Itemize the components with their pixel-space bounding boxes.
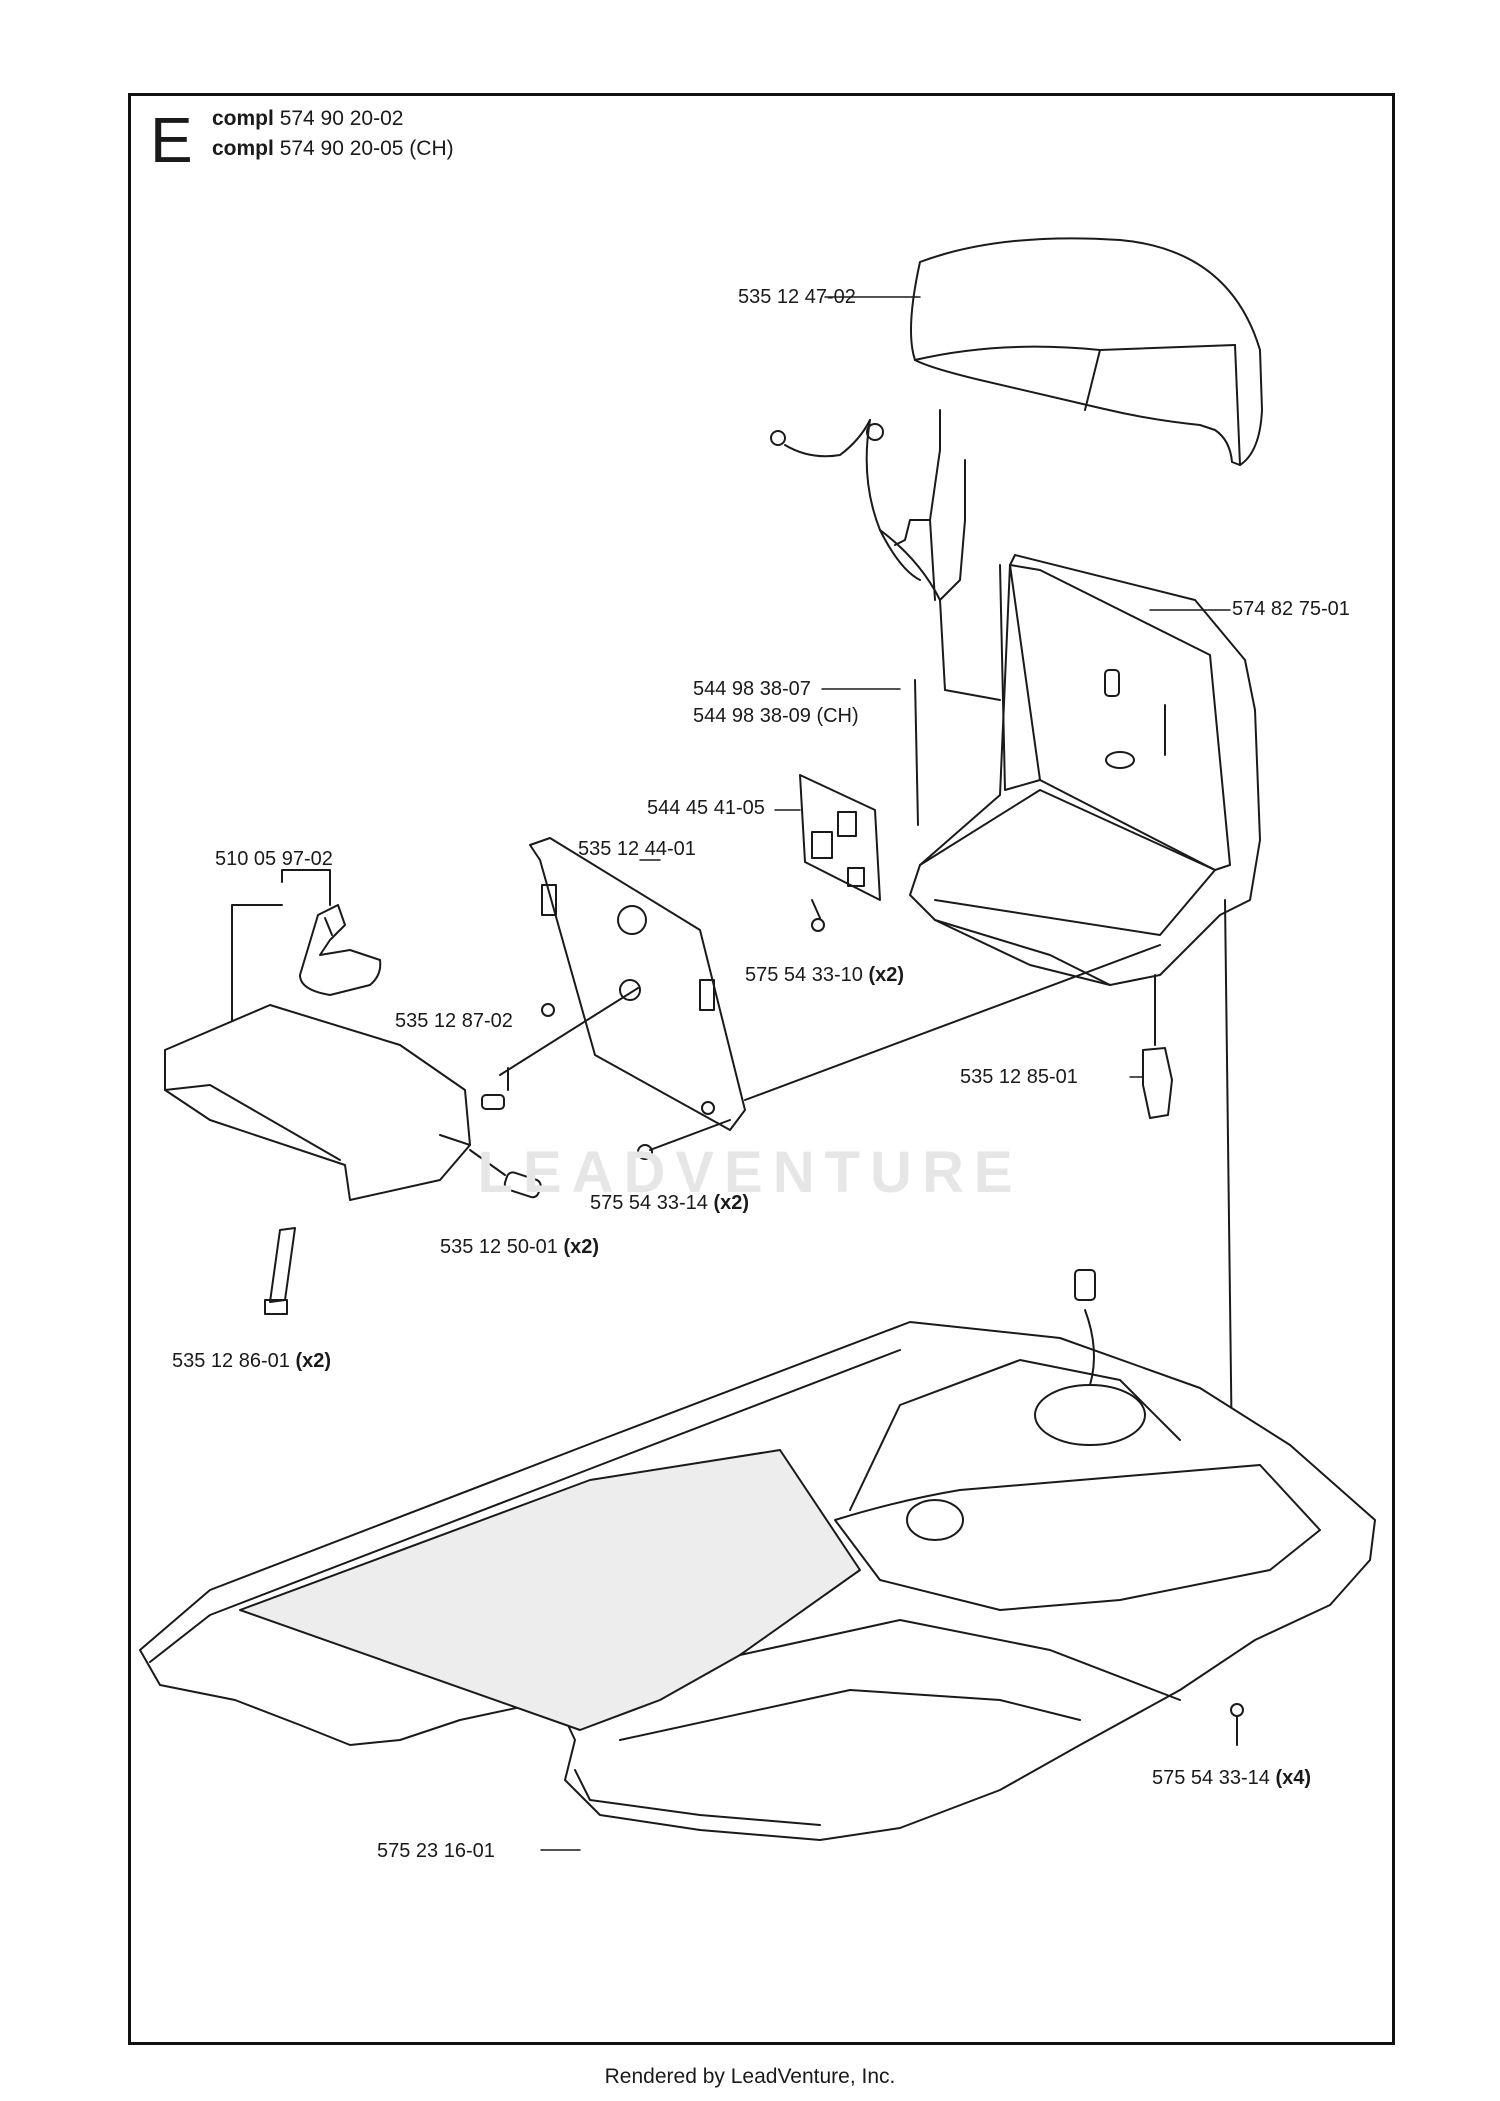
footer-credit: Rendered by LeadVenture, Inc.	[604, 2065, 896, 2088]
part-callout[interactable]: 575 54 33-10 (x2)	[745, 964, 905, 986]
part-callout[interactable]: 535 12 86-01 (x2)	[172, 1350, 332, 1372]
strap-part	[264, 1227, 296, 1315]
part-callout[interactable]: 544 45 41-05	[647, 797, 765, 819]
leader-lines	[540, 296, 1231, 1851]
part-callout[interactable]: 544 98 38-09 (CH)	[693, 705, 859, 727]
circuit-board-part	[799, 774, 881, 932]
part-callout[interactable]: 544 98 38-07	[693, 678, 811, 700]
part-callout[interactable]: 535 12 87-02	[395, 1010, 513, 1032]
part-callout[interactable]: 574 82 75-01	[1232, 598, 1350, 620]
side-cover-part	[164, 1004, 542, 1201]
screw-part	[637, 1119, 1244, 1746]
section-letter: E	[150, 104, 193, 176]
top-cover-part	[910, 237, 1263, 466]
part-callout[interactable]: 535 12 47-02	[738, 286, 856, 308]
back-plate-part	[499, 837, 1161, 1131]
part-callout[interactable]: 535 12 44-01	[578, 838, 696, 860]
base-plate-part	[139, 1269, 1376, 1841]
part-callout[interactable]: 575 54 33-14 (x4)	[1152, 1767, 1312, 1789]
connector-part	[1142, 974, 1173, 1119]
compl-number-2: compl 574 90 20-05 (CH)	[212, 137, 454, 160]
watermark-text: LEADVENTURE	[477, 1140, 1022, 1205]
compl-number-1: compl 574 90 20-02	[212, 107, 404, 130]
part-callout[interactable]: 510 05 97-02	[215, 848, 333, 870]
part-callout[interactable]: 535 12 50-01 (x2)	[440, 1236, 600, 1258]
diagram-frame	[128, 93, 1395, 2045]
part-callout[interactable]: 535 12 85-01	[960, 1066, 1078, 1088]
part-callout[interactable]: 575 54 33-14 (x2)	[590, 1192, 750, 1214]
pin-part	[481, 1067, 509, 1110]
wire-harness-part	[770, 409, 1001, 826]
part-callout[interactable]: 575 23 16-01	[377, 1840, 495, 1862]
housing-part	[909, 554, 1261, 1461]
